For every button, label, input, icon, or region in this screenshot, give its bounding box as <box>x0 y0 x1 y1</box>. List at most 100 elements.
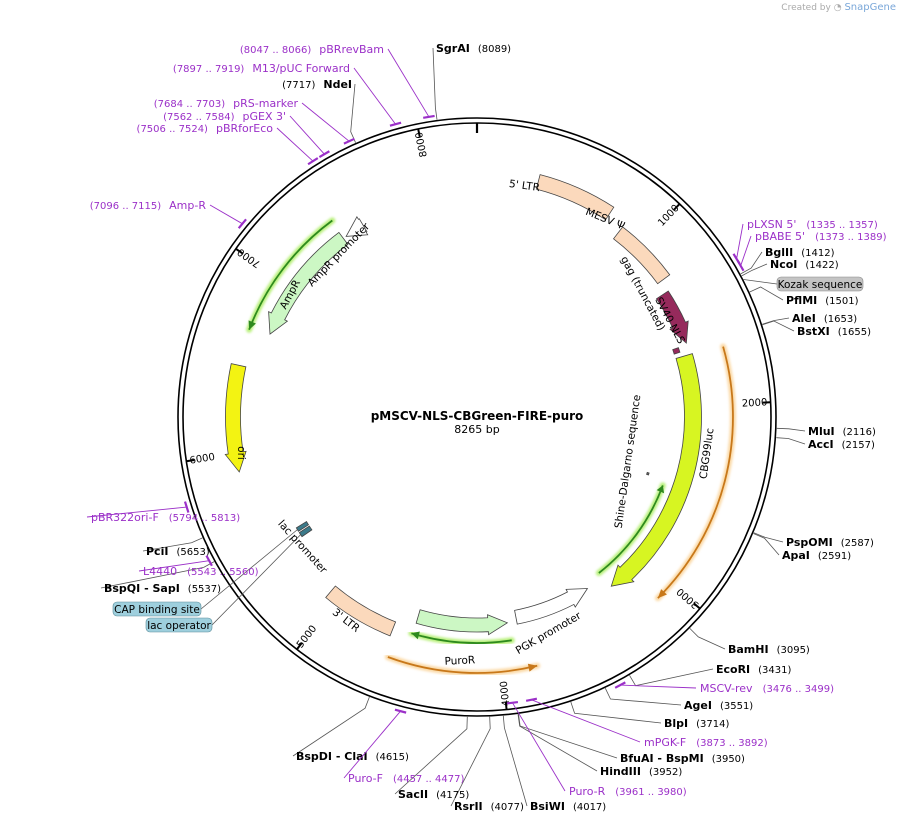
site-name-10: ApaI <box>782 549 810 562</box>
primer-label-8: MSCV-rev (3476 .. 3499) <box>700 682 834 695</box>
site-pos-18: (4077) <box>491 802 524 813</box>
primer-mark-8 <box>614 681 626 689</box>
site-label-1: (7717)NdeI <box>282 78 352 91</box>
site-leader-3 <box>741 263 768 277</box>
site-label-10: ApaI(2591) <box>782 549 851 562</box>
primer-leader-1 <box>353 67 396 125</box>
site-leader-15 <box>518 714 618 759</box>
primer-label-12: pBR322ori-F(5794 .. 5813) <box>91 511 240 524</box>
site-pos-7: (2116) <box>843 427 876 438</box>
primer-range-1: (7897 .. 7919) <box>173 64 245 75</box>
site-pos-4: (1501) <box>825 296 858 307</box>
site-pos-22: (5537) <box>188 584 221 595</box>
kozak-leader <box>743 279 778 285</box>
site-leader-9 <box>753 532 784 543</box>
site-pos-1: (7717) <box>282 80 315 91</box>
feature-orf-ampr <box>248 219 333 331</box>
primer-range-2: (7684 .. 7703) <box>154 99 226 110</box>
site-leader-7 <box>776 427 806 432</box>
backbone-outer <box>177 117 777 717</box>
site-name-5: AleI <box>792 312 816 325</box>
primer-name-9: mPGK-F <box>644 736 686 749</box>
site-name-19: SacII <box>398 788 428 801</box>
primer-name-5: Amp-R <box>169 199 206 212</box>
site-pos-15: (3950) <box>712 754 745 765</box>
site-label-12: EcoRI(3431) <box>716 663 792 676</box>
site-label-21: PciI(5653) <box>146 545 210 558</box>
primer-leader-0 <box>387 48 430 118</box>
feature-cds-cbg-outer-head <box>657 589 667 599</box>
site-name-4: PflMI <box>786 294 817 307</box>
feature-cds-cbg-outer <box>657 346 734 599</box>
site-pos-0: (8089) <box>478 44 511 55</box>
tick-label-2000: 2000 <box>742 397 768 409</box>
primer-mark-3 <box>318 150 330 159</box>
feature-cds-puro-outer-head <box>527 663 538 672</box>
site-pos-14: (3714) <box>696 719 729 730</box>
primer-mark-5 <box>237 218 247 229</box>
primer-range-9: (3873 .. 3892) <box>696 738 768 749</box>
primer-label-7: pBABE 5'(1373 .. 1389) <box>755 230 887 243</box>
site-label-22: BspQI - SapI(5537) <box>104 582 221 595</box>
feature-orf-cbg <box>598 485 664 574</box>
lacop-badge-box <box>145 617 213 633</box>
site-leader-11 <box>689 628 726 650</box>
primer-range-8: (3476 .. 3499) <box>763 684 835 695</box>
feature-ampr-promoter <box>345 215 369 237</box>
primer-label-10: Puro-R(3961 .. 3980) <box>569 785 687 798</box>
site-leader-14 <box>570 701 662 724</box>
site-leader-17 <box>502 715 528 807</box>
site-pos-6: (1655) <box>838 327 871 338</box>
site-pos-19: (4175) <box>436 790 469 801</box>
primer-label-11: Puro-F(4457 .. 4477) <box>348 772 464 785</box>
primer-mark-12 <box>183 501 190 513</box>
kozak-badge: Kozak sequence <box>776 276 864 292</box>
primer-leader-11 <box>343 710 401 779</box>
site-name-11: BamHI <box>728 643 769 656</box>
primer-name-3: pGEX 3' <box>242 110 286 123</box>
feature-orf-puro <box>411 632 512 644</box>
primer-label-3: (7562 .. 7584)pGEX 3' <box>163 110 286 123</box>
tick-label-6000: 6000 <box>189 452 216 467</box>
primer-name-12: pBR322ori-F <box>91 511 159 524</box>
primer-label-9: mPGK-F (3873 .. 3892) <box>644 736 768 749</box>
lacop-badge: lac operator <box>145 617 213 633</box>
site-pos-2: (1412) <box>801 248 834 259</box>
primer-label-2: (7684 .. 7703) pRS-marker <box>154 97 299 110</box>
primer-label-6: pLXSN 5'(1335 .. 1357) <box>747 218 878 231</box>
site-pos-8: (2157) <box>842 440 875 451</box>
kozak-badge-label: Kozak sequence <box>778 279 863 291</box>
primer-leader-5 <box>209 204 243 225</box>
primer-range-0: (8047 .. 8066) <box>240 45 312 56</box>
site-leader-8 <box>776 437 806 445</box>
site-name-16: HindIII <box>600 765 641 778</box>
site-leader-20 <box>292 696 370 757</box>
site-pos-12: (3431) <box>758 665 791 676</box>
primer-name-8: MSCV-rev <box>700 682 753 695</box>
site-label-19: SacII (4175) <box>398 788 469 801</box>
feature-orf-ampr-head <box>248 320 256 330</box>
site-leader-0 <box>432 47 438 120</box>
feature-label-5ltr: 5' LTR <box>508 178 540 194</box>
site-label-4: PflMI (1501) <box>786 294 859 307</box>
site-name-13: AgeI <box>684 699 712 712</box>
primer-mark-2 <box>343 137 355 145</box>
feature-5ltr <box>535 174 615 221</box>
site-pos-5: (1653) <box>824 314 857 325</box>
site-name-3: NcoI <box>770 258 797 271</box>
feature-lac-operator <box>298 525 313 538</box>
primer-name-4: pBRforEco <box>216 122 273 135</box>
site-leader-5 <box>762 317 790 325</box>
site-pos-3: (1422) <box>805 260 838 271</box>
primer-name-7: pBABE 5' <box>755 230 805 243</box>
primer-mark-7 <box>736 260 745 272</box>
primer-mark-0 <box>423 114 435 119</box>
cap-badge: CAP binding site <box>112 601 202 617</box>
site-label-8: AccI(2157) <box>808 438 875 451</box>
site-name-15: BfuAI - BspMI <box>620 752 704 765</box>
primer-name-2: pRS-marker <box>233 97 298 110</box>
site-name-6: BstXI <box>797 325 830 338</box>
site-label-13: AgeI(3551) <box>684 699 753 712</box>
site-leader-1 <box>350 83 356 143</box>
